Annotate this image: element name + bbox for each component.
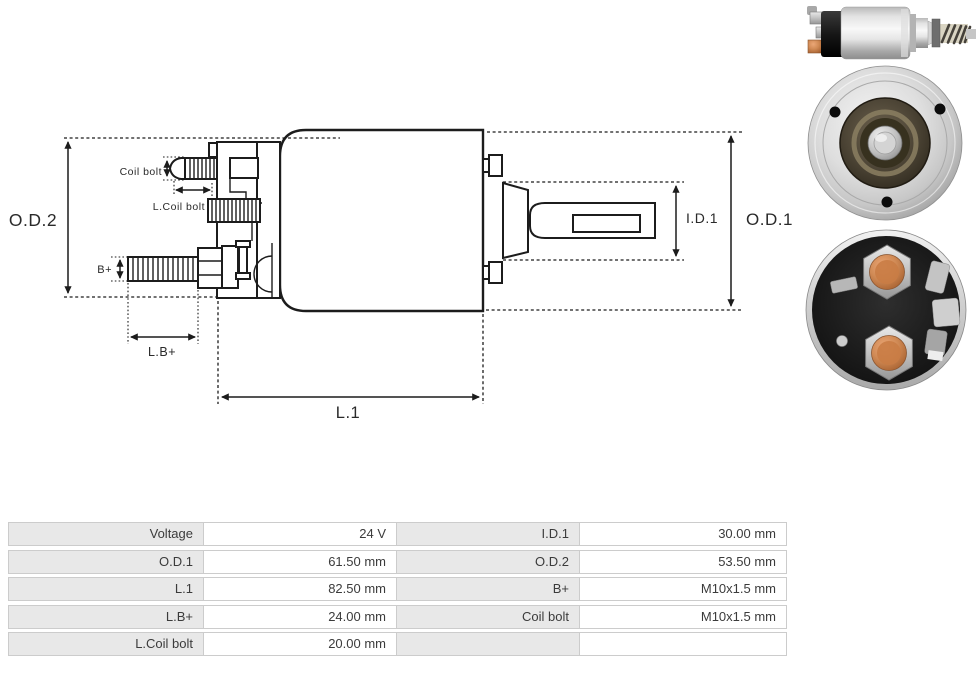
spec-label: L.Coil bolt (8, 632, 204, 656)
spec-label: Coil bolt (397, 604, 580, 629)
spec-value: M10x1.5 mm (580, 577, 787, 601)
spec-value: 53.50 mm (580, 549, 787, 574)
spec-label: O.D.2 (397, 549, 580, 574)
label-od2: O.D.2 (9, 210, 57, 230)
dimension-lines (64, 131, 742, 404)
spec-label: L.B+ (8, 604, 204, 629)
table-row: O.D.1 61.50 mm O.D.2 53.50 mm (8, 549, 787, 574)
spec-label (397, 632, 580, 656)
spec-label: O.D.1 (8, 549, 204, 574)
terminal-stud-top (863, 244, 911, 300)
mount-hole (881, 196, 893, 208)
photo-solenoid-front-view (807, 65, 963, 221)
table-row: L.1 82.50 mm B+ M10x1.5 mm (8, 577, 787, 601)
specifications-table: Voltage 24 V I.D.1 30.00 mm O.D.1 61.50 … (8, 522, 787, 660)
table-row: Voltage 24 V I.D.1 30.00 mm (8, 522, 787, 546)
solenoid-body-outline (278, 128, 485, 313)
product-photos (805, 6, 976, 391)
spec-label: B+ (397, 577, 580, 601)
coil-bolt-drawing (168, 157, 218, 180)
spec-value: 30.00 mm (580, 522, 787, 546)
label-od1: O.D.1 (746, 210, 793, 229)
spec-value: 82.50 mm (204, 577, 397, 601)
label-coil-bolt: Coil bolt (120, 166, 162, 178)
mount-hole (934, 103, 946, 115)
terminal-bracket-outline (127, 141, 281, 299)
spec-value: 20.00 mm (204, 632, 397, 656)
threaded-bore-drawing (207, 198, 261, 241)
b-plus-stud-drawing (127, 240, 251, 289)
mount-hole (829, 106, 841, 118)
label-b-plus: B+ (97, 264, 112, 276)
spec-value: M10x1.5 mm (580, 604, 787, 629)
spec-label: L.1 (8, 577, 204, 601)
spec-value: 24 V (204, 522, 397, 546)
photo-solenoid-side-view (807, 6, 976, 60)
spec-value: 24.00 mm (204, 604, 397, 629)
spec-label: Voltage (8, 522, 204, 546)
plunger-drawing (482, 154, 656, 284)
photo-solenoid-rear-view (805, 229, 967, 391)
spec-value (580, 632, 787, 656)
label-l1: L.1 (336, 404, 360, 422)
spec-label: I.D.1 (397, 522, 580, 546)
label-lb-plus: L.B+ (148, 345, 176, 359)
spec-value: 61.50 mm (204, 549, 397, 574)
table-row: L.B+ 24.00 mm Coil bolt M10x1.5 mm (8, 604, 787, 629)
label-l-coil-bolt: L.Coil bolt (153, 201, 205, 213)
solenoid-dimension-diagram: O.D.2 Coil bolt L.Coil bolt B+ L.B+ L.1 … (9, 128, 793, 422)
dimension-labels: O.D.2 Coil bolt L.Coil bolt B+ L.B+ L.1 … (9, 166, 793, 422)
table-row: L.Coil bolt 20.00 mm (8, 632, 787, 656)
label-id1: I.D.1 (686, 210, 718, 226)
terminal-stud-bottom (865, 325, 913, 381)
